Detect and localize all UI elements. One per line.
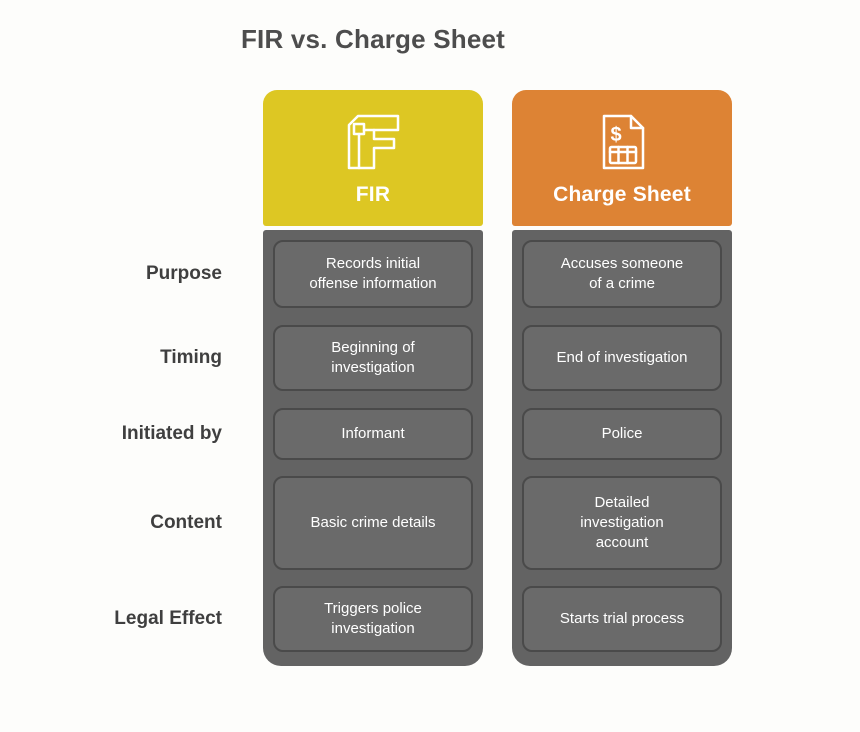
fir-content-cell: Basic crime details: [273, 476, 473, 570]
page-title: FIR vs. Charge Sheet: [240, 24, 506, 54]
charge-sheet-column-header: $ Charge Sheet: [512, 90, 732, 226]
row-label-timing: Timing: [160, 347, 222, 368]
fir-purpose-cell: Records initial offense information: [273, 240, 473, 308]
row-label-legal-effect: Legal Effect: [114, 608, 222, 629]
charge-sheet-purpose-cell: Accuses someone of a crime: [522, 240, 722, 308]
row-label-content: Content: [150, 512, 222, 533]
row-label-initiated-by: Initiated by: [121, 423, 222, 444]
fir-column-body: Records initial offense information Begi…: [263, 230, 483, 666]
charge-sheet-column-body: Accuses someone of a crime End of invest…: [512, 230, 732, 666]
charge-sheet-timing-cell: End of investigation: [522, 325, 722, 391]
fir-legal-effect-cell: Triggers police investigation: [273, 586, 473, 652]
fir-timing-cell: Beginning of investigation: [273, 325, 473, 391]
row-label-purpose: Purpose: [145, 263, 222, 284]
charge-sheet-column-title: Charge Sheet: [553, 183, 691, 206]
charge-sheet-legal-effect-cell: Starts trial process: [522, 586, 722, 652]
fir-column-title: FIR: [355, 183, 391, 206]
charge-sheet-content-cell: Detailed investigation account: [522, 476, 722, 570]
svg-text:$: $: [610, 124, 621, 146]
charge-sheet-initiated-by-cell: Police: [522, 408, 722, 460]
fir-column-header: FIR: [263, 90, 483, 226]
fir-initiated-by-cell: Informant: [273, 408, 473, 460]
fir-monogram-icon: [347, 114, 400, 170]
invoice-document-icon: $: [602, 114, 645, 170]
